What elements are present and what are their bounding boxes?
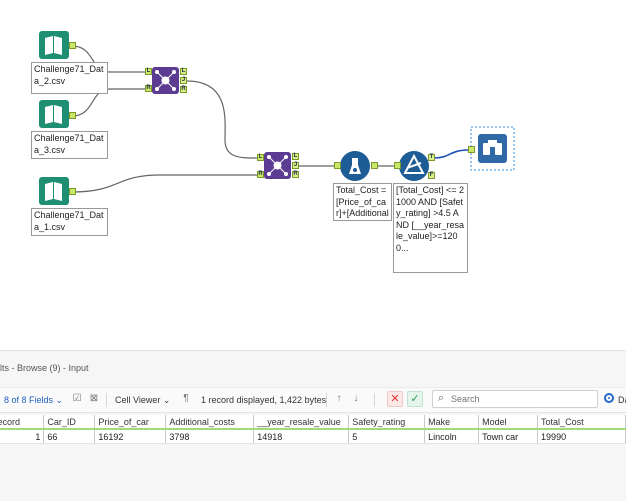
join-tool-icon-1[interactable] [152,67,179,94]
workflow-canvas[interactable]: L R L J R L R L J R T F Challenge71_Data… [0,0,626,350]
column-header[interactable]: Total_Cost [537,415,626,430]
formula-label: Total_Cost = [Price_of_car]+[Additional_… [333,183,392,221]
column-header[interactable]: Price_of_car [94,415,167,430]
fields-label: 8 of 8 Fields [4,395,54,405]
column-header[interactable]: Record [0,415,45,430]
join1-join-output-anchor[interactable]: J [180,77,187,84]
chevron-down-icon: ⌄ [55,395,64,405]
checkbox-icon[interactable]: ☑ [72,393,82,404]
results-title: lts - Browse (9) - Input [0,363,89,373]
column-header[interactable]: Additional_costs [165,415,255,430]
input-tool-icon-1[interactable] [39,177,69,205]
search-input[interactable] [451,392,591,406]
table-cell[interactable]: 19990 [537,429,626,444]
column-header[interactable]: Make [424,415,480,430]
table-cell[interactable]: Town car [478,429,539,444]
table-cell[interactable]: 14918 [253,429,350,444]
wire-input2-join1 [71,45,148,73]
join2-left-output-anchor[interactable]: L [292,153,299,160]
input-tool-icon-3[interactable] [39,100,69,128]
table-cell[interactable]: 16192 [94,429,167,444]
input-label-2: Challenge71_Data_2.csv [31,62,108,94]
apply-filter-button[interactable]: ✓ [407,391,423,407]
results-toolbar: 8 of 8 Fields ⌄ ☑ ⊠ Cell Viewer ⌄ ¶ 1 re… [0,387,626,413]
browse-selection-box [470,126,515,171]
table-header-row: Record Car_ID Price_of_car Additional_co… [0,415,626,430]
arrow-down-icon[interactable]: ↓ [353,393,359,404]
formula-tool-icon[interactable] [340,151,370,181]
column-header[interactable]: Safety_rating [348,415,426,430]
arrow-up-icon[interactable]: ↑ [336,393,342,404]
column-header[interactable]: Model [478,415,539,430]
results-panel: lts - Browse (9) - Input 8 of 8 Fields ⌄… [0,350,626,501]
formula-input-anchor[interactable] [334,162,341,169]
record-info: 1 record displayed, 1,422 bytes [201,395,327,405]
paragraph-icon[interactable]: ¶ [183,393,189,404]
data-radio-label: Da [618,395,626,405]
filter-label: [Total_Cost] <= 21000 AND [Safety_rating… [393,183,468,273]
input-tool-icon-2[interactable] [39,31,69,59]
cell-viewer-dropdown[interactable]: Cell Viewer ⌄ [115,392,170,408]
search-icon: ⌕ [438,392,445,404]
filter-true-anchor[interactable]: T [428,154,435,161]
join2-right-input-anchor[interactable]: R [257,171,264,178]
filter-false-anchor[interactable]: F [428,172,435,179]
toolbar-divider [106,393,107,407]
wire-filter-browse [433,149,469,159]
input-label-3: Challenge71_Data_3.csv [31,131,108,159]
search-field[interactable]: ⌕ [432,390,598,408]
data-radio[interactable] [604,393,614,403]
toolbar-divider [374,393,375,407]
input2-output-anchor[interactable] [69,42,76,49]
table-cell[interactable]: Lincoln [424,429,480,444]
table-cell[interactable]: 1 [0,429,45,444]
join1-left-input-anchor[interactable]: L [145,68,152,75]
wire-join1-join2 [186,80,258,159]
table-cell[interactable]: 66 [43,429,96,444]
clear-filter-button[interactable]: ✕ [387,391,403,407]
fields-selector[interactable]: 8 of 8 Fields ⌄ [4,392,63,408]
join-tool-icon-2[interactable] [264,152,291,179]
input3-output-anchor[interactable] [69,112,76,119]
browse-tool-icon[interactable] [478,134,507,163]
filter-tool-icon[interactable] [399,151,429,181]
cell-viewer-label: Cell Viewer [115,395,161,405]
deselect-icon[interactable]: ⊠ [89,393,99,404]
toolbar-divider [326,393,327,407]
join2-left-input-anchor[interactable]: L [257,154,264,161]
join1-right-output-anchor[interactable]: R [180,86,187,93]
wire-input1-join2 [71,174,257,193]
filter-input-anchor[interactable] [394,162,401,169]
column-header[interactable]: __year_resale_value [253,415,350,430]
input-label-1: Challenge71_Data_1.csv [31,208,108,236]
table-cell[interactable]: 3798 [165,429,255,444]
table-cell[interactable]: 5 [348,429,426,444]
join1-right-input-anchor[interactable]: R [145,85,152,92]
formula-output-anchor[interactable] [371,162,378,169]
wire-input3-join1 [71,88,148,117]
browse-input-anchor[interactable] [468,146,475,153]
table-row[interactable]: 1 66 16192 3798 14918 5 Lincoln Town car… [0,429,626,444]
chevron-down-icon: ⌄ [162,395,171,405]
input1-output-anchor[interactable] [69,188,76,195]
results-table: Record Car_ID Price_of_car Additional_co… [0,415,626,444]
column-header[interactable]: Car_ID [43,415,96,430]
connection-wires [39,31,515,205]
join2-join-output-anchor[interactable]: J [292,162,299,169]
join2-right-output-anchor[interactable]: R [292,171,299,178]
join1-left-output-anchor[interactable]: L [180,68,187,75]
